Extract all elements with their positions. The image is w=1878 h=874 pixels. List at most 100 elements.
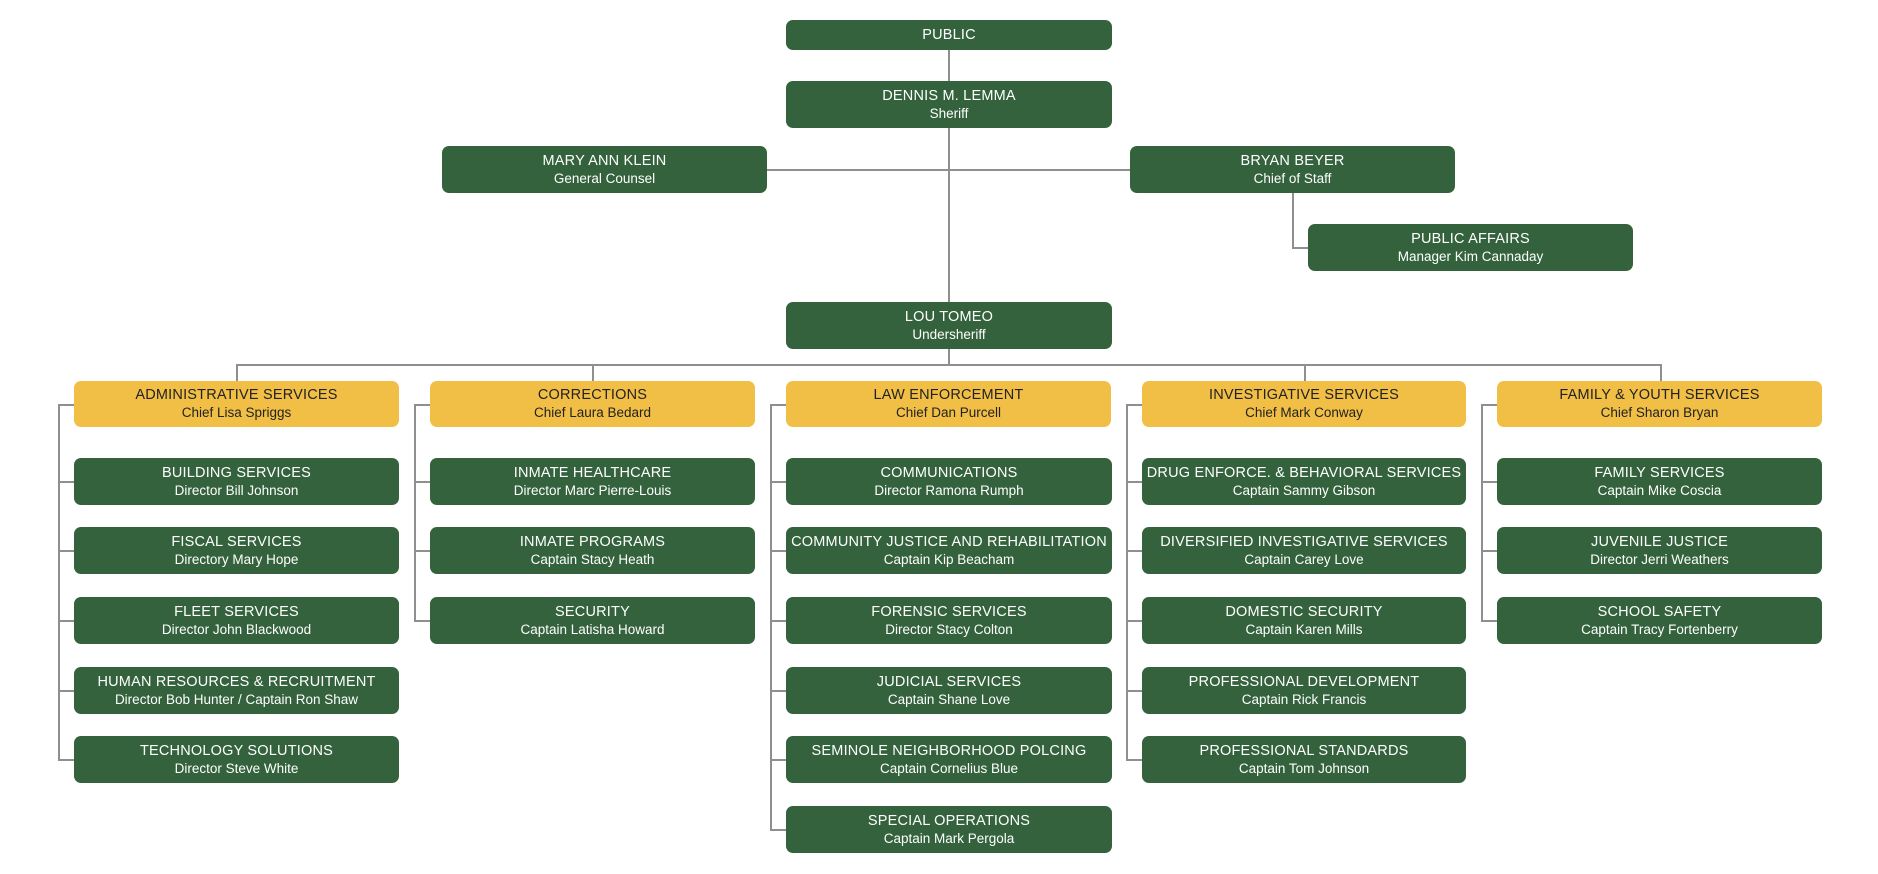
box-title: Manager Kim Cannaday (1397, 248, 1544, 264)
unit-head: Director Steve White (174, 760, 299, 776)
box-title: Undersheriff (912, 326, 986, 342)
unit-box: FORENSIC SERVICES Director Stacy Colton (786, 597, 1112, 644)
unit-head: Captain Rick Francis (1241, 691, 1367, 707)
connector-line (58, 620, 74, 622)
unit-box: SCHOOL SAFETY Captain Tracy Fortenberry (1497, 597, 1822, 644)
public-affairs-box: PUBLIC AFFAIRS Manager Kim Cannaday (1308, 224, 1633, 271)
connector-line (948, 50, 950, 81)
division-name: CORRECTIONS (537, 387, 648, 403)
connector-line (414, 404, 430, 406)
connector-line (1481, 404, 1483, 621)
unit-box: PROFESSIONAL STANDARDS Captain Tom Johns… (1142, 736, 1466, 783)
unit-box: BUILDING SERVICES Director Bill Johnson (74, 458, 399, 505)
unit-head: Directory Mary Hope (174, 551, 299, 567)
connector-line (770, 481, 786, 483)
connector-line (770, 759, 786, 761)
unit-head: Captain Carey Love (1244, 551, 1364, 567)
unit-box: FLEET SERVICES Director John Blackwood (74, 597, 399, 644)
unit-head: Director Ramona Rumph (874, 482, 1024, 498)
connector-line (1481, 550, 1497, 552)
connector-line (770, 829, 786, 831)
unit-box: DOMESTIC SECURITY Captain Karen Mills (1142, 597, 1466, 644)
unit-name: SEMINOLE NEIGHBORHOOD POLCING (811, 742, 1087, 759)
connector-line (58, 404, 74, 406)
connector-line (236, 364, 238, 381)
public-box: PUBLIC (786, 20, 1112, 50)
unit-name: DOMESTIC SECURITY (1225, 603, 1383, 620)
unit-name: HUMAN RESOURCES & RECRUITMENT (97, 673, 376, 690)
unit-name: SPECIAL OPERATIONS (867, 812, 1031, 829)
box-name: MARY ANN KLEIN (542, 152, 667, 169)
chief-of-staff-box: BRYAN BEYER Chief of Staff (1130, 146, 1455, 193)
connector-line (58, 550, 74, 552)
division-name: FAMILY & YOUTH SERVICES (1559, 387, 1760, 403)
unit-name: FAMILY SERVICES (1594, 464, 1725, 481)
sheriff-box: DENNIS M. LEMMA Sheriff (786, 81, 1112, 128)
box-title: General Counsel (553, 170, 656, 186)
unit-head: Captain Tom Johnson (1238, 760, 1370, 776)
unit-head: Captain Tracy Fortenberry (1581, 621, 1738, 637)
unit-name: PROFESSIONAL STANDARDS (1199, 742, 1409, 759)
connector-line (1126, 690, 1142, 692)
connector-line (414, 550, 430, 552)
unit-name: JUDICIAL SERVICES (876, 673, 1022, 690)
division-law-enforcement: LAW ENFORCEMENT Chief Dan Purcell (786, 381, 1111, 427)
connector-line (770, 690, 786, 692)
connector-line (236, 364, 1661, 366)
division-chief: Chief Sharon Bryan (1600, 405, 1719, 420)
connector-line (414, 620, 430, 622)
division-family-youth-services: FAMILY & YOUTH SERVICES Chief Sharon Bry… (1497, 381, 1822, 427)
division-name: ADMINISTRATIVE SERVICES (135, 387, 338, 403)
box-name: DENNIS M. LEMMA (882, 87, 1016, 104)
unit-name: COMMUNITY JUSTICE AND REHABILITATION (791, 533, 1107, 550)
unit-head: Captain Mark Pergola (883, 830, 1015, 846)
undersheriff-box: LOU TOMEO Undersheriff (786, 302, 1112, 349)
connector-line (1304, 364, 1306, 381)
unit-name: FISCAL SERVICES (171, 533, 302, 550)
connector-line (1481, 620, 1497, 622)
connector-line (1126, 620, 1142, 622)
unit-box: SEMINOLE NEIGHBORHOOD POLCING Captain Co… (786, 736, 1112, 783)
connector-line (1126, 550, 1142, 552)
unit-name: BUILDING SERVICES (162, 464, 311, 481)
connector-line (1292, 193, 1294, 248)
unit-head: Director Jerri Weathers (1590, 551, 1729, 567)
division-chief: Chief Dan Purcell (895, 405, 1002, 420)
unit-name: DRUG ENFORCE. & BEHAVIORAL SERVICES (1146, 464, 1462, 481)
connector-line (58, 759, 74, 761)
unit-name: FLEET SERVICES (174, 603, 299, 620)
unit-head: Director Stacy Colton (885, 621, 1013, 637)
unit-name: SCHOOL SAFETY (1597, 603, 1722, 620)
unit-head: Director Bob Hunter / Captain Ron Shaw (114, 691, 359, 707)
box-name: BRYAN BEYER (1240, 152, 1345, 169)
connector-line (414, 404, 416, 621)
unit-name: INMATE HEALTHCARE (513, 464, 672, 481)
unit-head: Captain Stacy Heath (530, 551, 655, 567)
unit-head: Director Bill Johnson (174, 482, 299, 498)
unit-name: SECURITY (555, 603, 630, 620)
connector-line (58, 404, 60, 760)
connector-line (1126, 404, 1142, 406)
connector-line (770, 550, 786, 552)
unit-box: JUDICIAL SERVICES Captain Shane Love (786, 667, 1112, 714)
connector-line (1126, 481, 1142, 483)
unit-box: HUMAN RESOURCES & RECRUITMENT Director B… (74, 667, 399, 714)
box-name: PUBLIC AFFAIRS (1411, 230, 1530, 247)
unit-name: INMATE PROGRAMS (519, 533, 666, 550)
unit-box: INMATE HEALTHCARE Director Marc Pierre-L… (430, 458, 755, 505)
unit-name: JUVENILE JUSTICE (1591, 533, 1728, 550)
unit-head: Captain Shane Love (887, 691, 1011, 707)
division-name: INVESTIGATIVE SERVICES (1209, 387, 1399, 403)
connector-line (767, 169, 1130, 171)
unit-box: FISCAL SERVICES Directory Mary Hope (74, 527, 399, 574)
unit-head: Director Marc Pierre-Louis (513, 482, 672, 498)
unit-box: SECURITY Captain Latisha Howard (430, 597, 755, 644)
unit-box: DIVERSIFIED INVESTIGATIVE SERVICES Capta… (1142, 527, 1466, 574)
unit-box: SPECIAL OPERATIONS Captain Mark Pergola (786, 806, 1112, 853)
connector-line (770, 404, 772, 830)
unit-box: PROFESSIONAL DEVELOPMENT Captain Rick Fr… (1142, 667, 1466, 714)
division-chief: Chief Lisa Spriggs (181, 405, 292, 420)
connector-line (1292, 247, 1308, 249)
division-corrections: CORRECTIONS Chief Laura Bedard (430, 381, 755, 427)
